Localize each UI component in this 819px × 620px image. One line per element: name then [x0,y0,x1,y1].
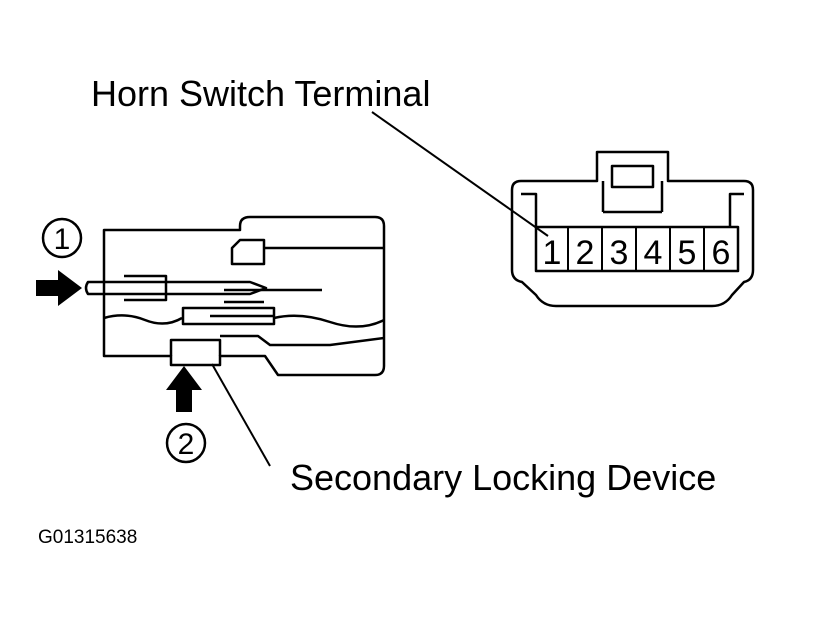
step-2-number: 2 [178,428,195,461]
pin-1-label: 1 [543,234,562,272]
horn-switch-terminal-label: Horn Switch Terminal [91,73,430,114]
step-1-marker: 1 [41,217,83,259]
arrow-2-icon [166,366,202,412]
secondary-locking-device-label: Secondary Locking Device [290,457,716,498]
step-1-number: 1 [54,223,71,256]
pin-4-label: 4 [644,234,663,272]
pin-5-label: 5 [678,234,697,272]
pin-2-label: 2 [576,234,595,272]
figure-code: G01315638 [38,527,137,548]
horn-switch-leader-line [371,111,549,237]
connector-side-view [84,215,386,377]
pin-3-label: 3 [610,234,629,272]
step-2-marker: 2 [165,422,207,464]
pin-6-label: 6 [712,234,731,272]
pin-dividers [567,227,705,271]
secondary-locking-leader-line [211,363,271,467]
arrow-1-icon [36,270,82,306]
